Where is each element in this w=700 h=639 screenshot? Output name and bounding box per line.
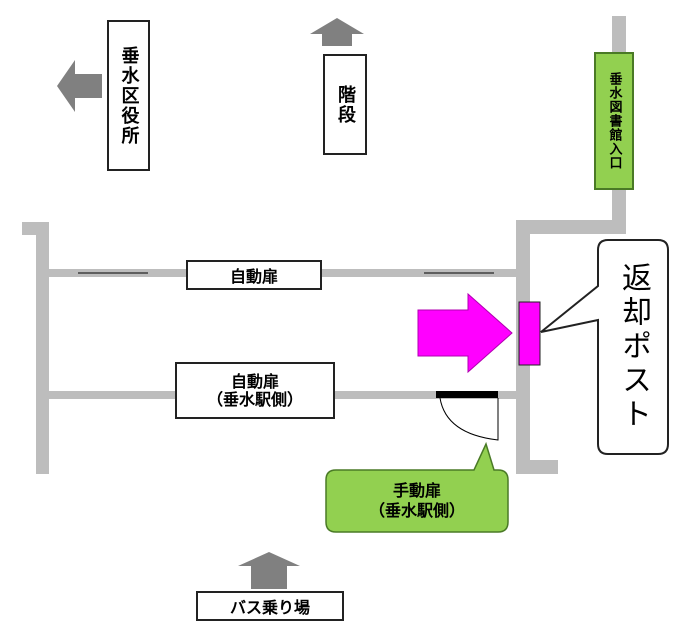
bus-stop-label: バス乗り場 — [196, 591, 344, 621]
return-post-callout — [540, 239, 669, 455]
stairs-text: 階段 — [335, 84, 356, 125]
manual-door-text-2: （垂水駅側） — [368, 501, 465, 520]
manual-door — [436, 391, 498, 398]
bus-up-arrow-icon — [238, 552, 300, 589]
left-wall — [36, 222, 49, 474]
ward-office-text: 垂水区役所 — [118, 45, 140, 146]
stairs-label: 階段 — [323, 54, 367, 155]
up-arrow-icon — [310, 18, 364, 46]
library-entrance-text: 垂水図書館入口 — [606, 72, 622, 170]
magenta-right-arrow-icon — [417, 292, 513, 374]
right-wall-bottom — [516, 460, 558, 474]
auto-door-lower-text-2: （垂水駅側） — [206, 389, 303, 409]
manual-door-callout — [325, 441, 509, 533]
manual-door-text-1: 手動扉 — [392, 481, 441, 500]
return-post-slot — [518, 301, 541, 366]
auto-door-upper-label: 自動扉 — [186, 260, 322, 290]
bus-stop-text: バス乗り場 — [229, 598, 310, 617]
auto-door-upper-text: 自動扉 — [229, 267, 278, 286]
manual-door-text: 手動扉 （垂水駅側） — [326, 472, 508, 530]
auto-door-lower-label: 自動扉 （垂水駅側） — [175, 362, 335, 419]
manual-door-swing — [439, 397, 499, 441]
ward-office-label: 垂水区役所 — [107, 20, 150, 171]
library-entrance-label: 垂水図書館入口 — [594, 52, 634, 190]
return-post-text: 返却ポスト — [598, 244, 668, 450]
return-post-text-inner: 返却ポスト — [616, 262, 651, 432]
left-wall-top — [22, 222, 49, 235]
auto-door-lower-text-1: 自動扉 — [230, 371, 279, 391]
left-arrow-icon — [57, 60, 102, 112]
right-wall-top — [516, 220, 626, 234]
